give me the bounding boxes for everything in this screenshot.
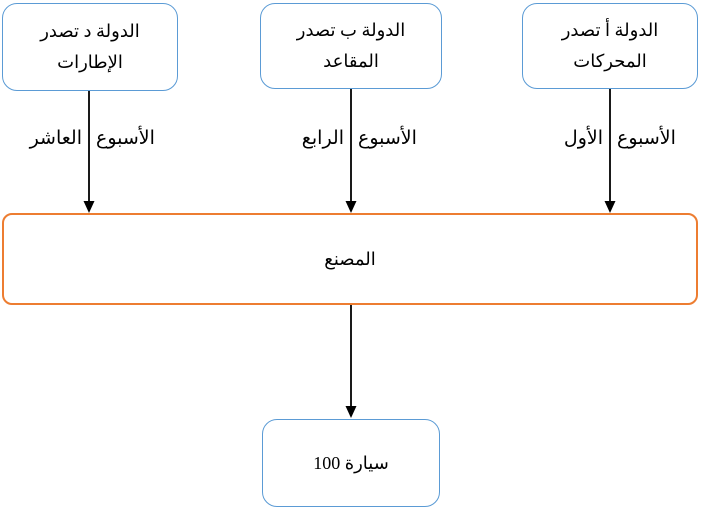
edge-label-week-fourth-word2: الرابع [301,128,344,149]
arrow-down-country-d-to-factory [83,91,95,213]
source-node-country-a-line2: المحركات [573,51,647,71]
source-node-country-a: الدولة أ تصدر المحركات [522,3,698,89]
factory-node-label: المصنع [324,248,376,269]
edge-label-week-tenth-word1: الأسبوع [96,128,155,149]
source-node-country-b: الدولة ب تصدر المقاعد [260,3,442,89]
source-node-country-b-line2: المقاعد [323,51,379,71]
source-node-country-a-line1: الدولة أ تصدر [561,20,659,40]
source-node-country-d: الدولة د تصدر الإطارات [2,3,178,91]
factory-node: المصنع [2,213,698,305]
edge-label-week-first-word1: الأسبوع [617,128,676,149]
output-node: 100 سيارة [262,419,440,507]
arrow-down-factory-to-output [345,305,357,418]
edge-label-week-fourth-word1: الأسبوع [358,128,417,149]
source-node-country-d-line2: الإطارات [57,52,123,72]
edge-label-week-tenth-word2: العاشر [29,128,82,149]
output-node-label: 100 سيارة [313,452,389,473]
source-node-country-d-line1: الدولة د تصدر [40,21,140,41]
arrow-down-country-b-to-factory [345,89,357,213]
arrow-down-country-a-to-factory [604,89,616,213]
edge-label-week-first-word2: الأول [563,128,603,149]
source-node-country-b-line1: الدولة ب تصدر [296,20,406,40]
